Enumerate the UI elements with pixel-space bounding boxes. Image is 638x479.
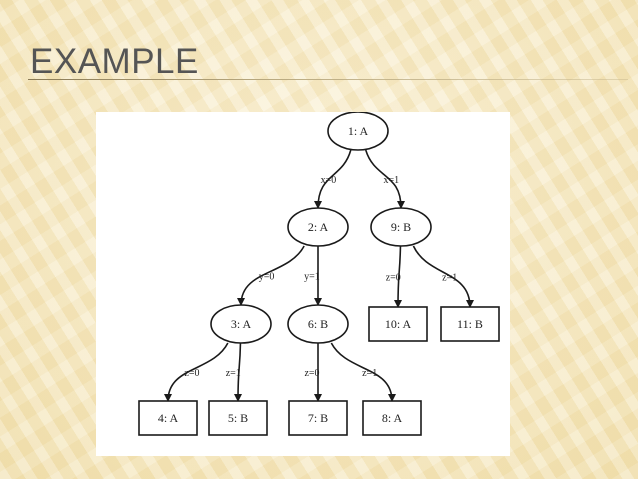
leaf-node-n10 [368,306,428,342]
node-label-n3: 3: A [231,317,252,331]
leaf-node-n8 [362,400,422,436]
tree-node-n10: 10: A [368,306,428,342]
slide-title: EXAMPLE [30,42,199,81]
edge-label-n6-n7: z=0 [304,368,319,379]
tree-node-n2: 2: A [287,207,349,247]
tree-node-n7: 7: B [288,400,348,436]
node-label-n10: 10: A [385,317,412,331]
edge-label-n1-n2: x=0 [321,175,337,186]
edge-label-n3-n5: z=1 [226,368,241,379]
edge-n3-n4 [164,342,229,402]
edge-label-n9-n11: z=1 [442,273,457,284]
edge-n3-n5 [234,342,243,402]
edge-label-n2-n3: y=0 [259,272,275,283]
tree-node-n6: 6: B [287,304,349,344]
edge-label-n1-n9: x=1 [384,175,400,186]
tree-node-n9: 9: B [370,207,432,247]
decision-node-n3 [210,304,272,344]
tree-node-n5: 5: B [208,400,268,436]
edge-n9-n10 [394,245,403,308]
tree-node-n11: 11: B [440,306,500,342]
leaf-node-n7 [288,400,348,436]
tree-node-n3: 3: A [210,304,272,344]
leaf-node-n11 [440,306,500,342]
node-label-n1: 1: A [348,124,369,138]
node-label-n6: 6: B [308,317,328,331]
node-label-n4: 4: A [158,411,179,425]
edge-label-n2-n6: y=1 [304,272,320,283]
edge-n2-n3 [237,245,305,306]
decision-node-n1 [327,112,389,151]
edge-label-n6-n8: z=1 [362,368,377,379]
edge-n6-n8 [330,342,396,402]
node-label-n5: 5: B [228,411,248,425]
node-label-n8: 8: A [382,411,403,425]
node-label-n7: 7: B [308,411,328,425]
decision-node-n2 [287,207,349,247]
edge-n9-n11 [412,245,474,308]
leaf-node-n4 [138,400,198,436]
decision-node-n6 [287,304,349,344]
decision-tree-panel: x=0 x=1 y=0 y=1 z=0 z=1 z=0 z=1 z=0 z=1 1: A 2: A 9… [96,112,510,456]
decision-node-n9 [370,207,432,247]
tree-node-n1: 1: A [327,112,389,151]
node-label-n2: 2: A [308,220,329,234]
title-underline [28,79,628,80]
edge-label-n3-n4: z=0 [184,368,199,379]
leaf-node-n5 [208,400,268,436]
tree-node-n4: 4: A [138,400,198,436]
decision-tree: x=0 x=1 y=0 y=1 z=0 z=1 z=0 z=1 z=0 z=1 1: A 2: A 9… [138,112,500,436]
node-label-n9: 9: B [391,220,411,234]
edge-label-n9-n10: z=0 [386,273,401,284]
edge-n1-n9 [364,149,405,209]
tree-node-n8: 8: A [362,400,422,436]
edge-n1-n2 [314,149,352,209]
node-label-n11: 11: B [457,317,483,331]
